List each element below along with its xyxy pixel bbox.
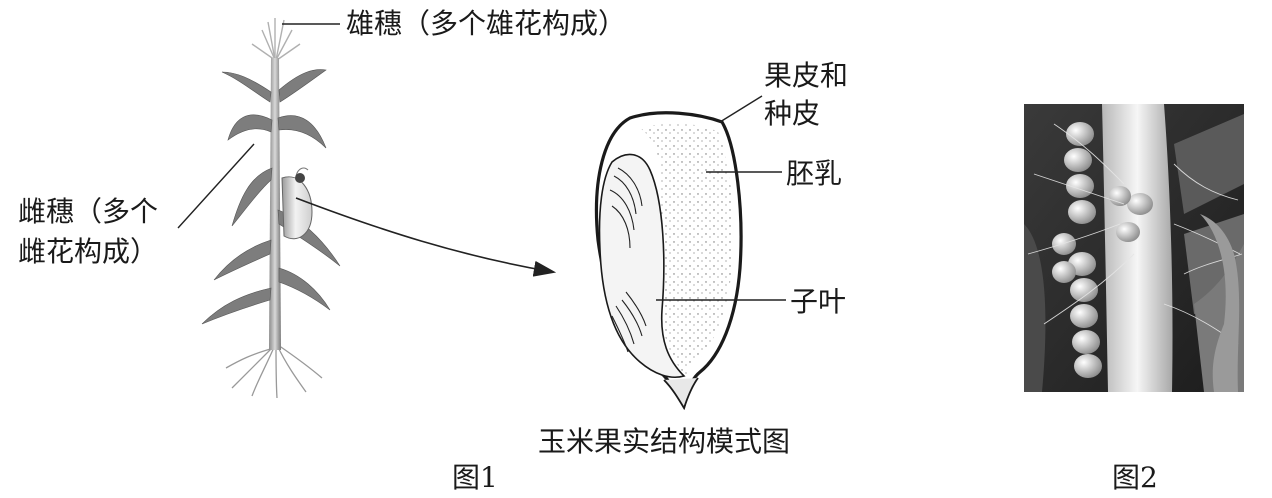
- cotyledon-label: 子叶: [790, 285, 847, 318]
- tassel: [251, 18, 301, 61]
- corn-ear-photo: [1024, 104, 1244, 392]
- plant-roots: [225, 344, 323, 399]
- pericarp-label-line-2: 种皮: [764, 97, 821, 130]
- endosperm-region: [640, 123, 734, 377]
- seed-tip: [663, 377, 699, 411]
- embryo-outline: [598, 153, 686, 378]
- corn-plant-illustration: [201, 18, 341, 399]
- ear-label-line-1: 雌穗（多个: [18, 195, 159, 228]
- ear-label-line-2: 雌花构成）: [18, 235, 159, 268]
- corn-seed-diagram: [594, 111, 743, 411]
- tassel-label: 雄穗（多个雄花构成）: [346, 7, 627, 40]
- corn-ear: [281, 167, 313, 240]
- seed-structure-caption: 玉米果实结构模式图: [538, 425, 791, 458]
- figure-1-caption: 图1: [452, 461, 498, 494]
- figure-2-caption: 图2: [1112, 461, 1158, 494]
- ear-to-seed-arrow: [295, 197, 557, 277]
- corn-ear-photo-art: [1024, 104, 1244, 392]
- pericarp-label-line-1: 果皮和: [764, 59, 849, 92]
- pericarp-leader-line: [719, 95, 763, 123]
- ear-leader-line: [177, 143, 255, 229]
- photo-silks: [1027, 123, 1243, 345]
- endosperm-label: 胚乳: [786, 157, 843, 190]
- embryo-striations: [609, 167, 647, 353]
- plant-stalk: [269, 58, 281, 350]
